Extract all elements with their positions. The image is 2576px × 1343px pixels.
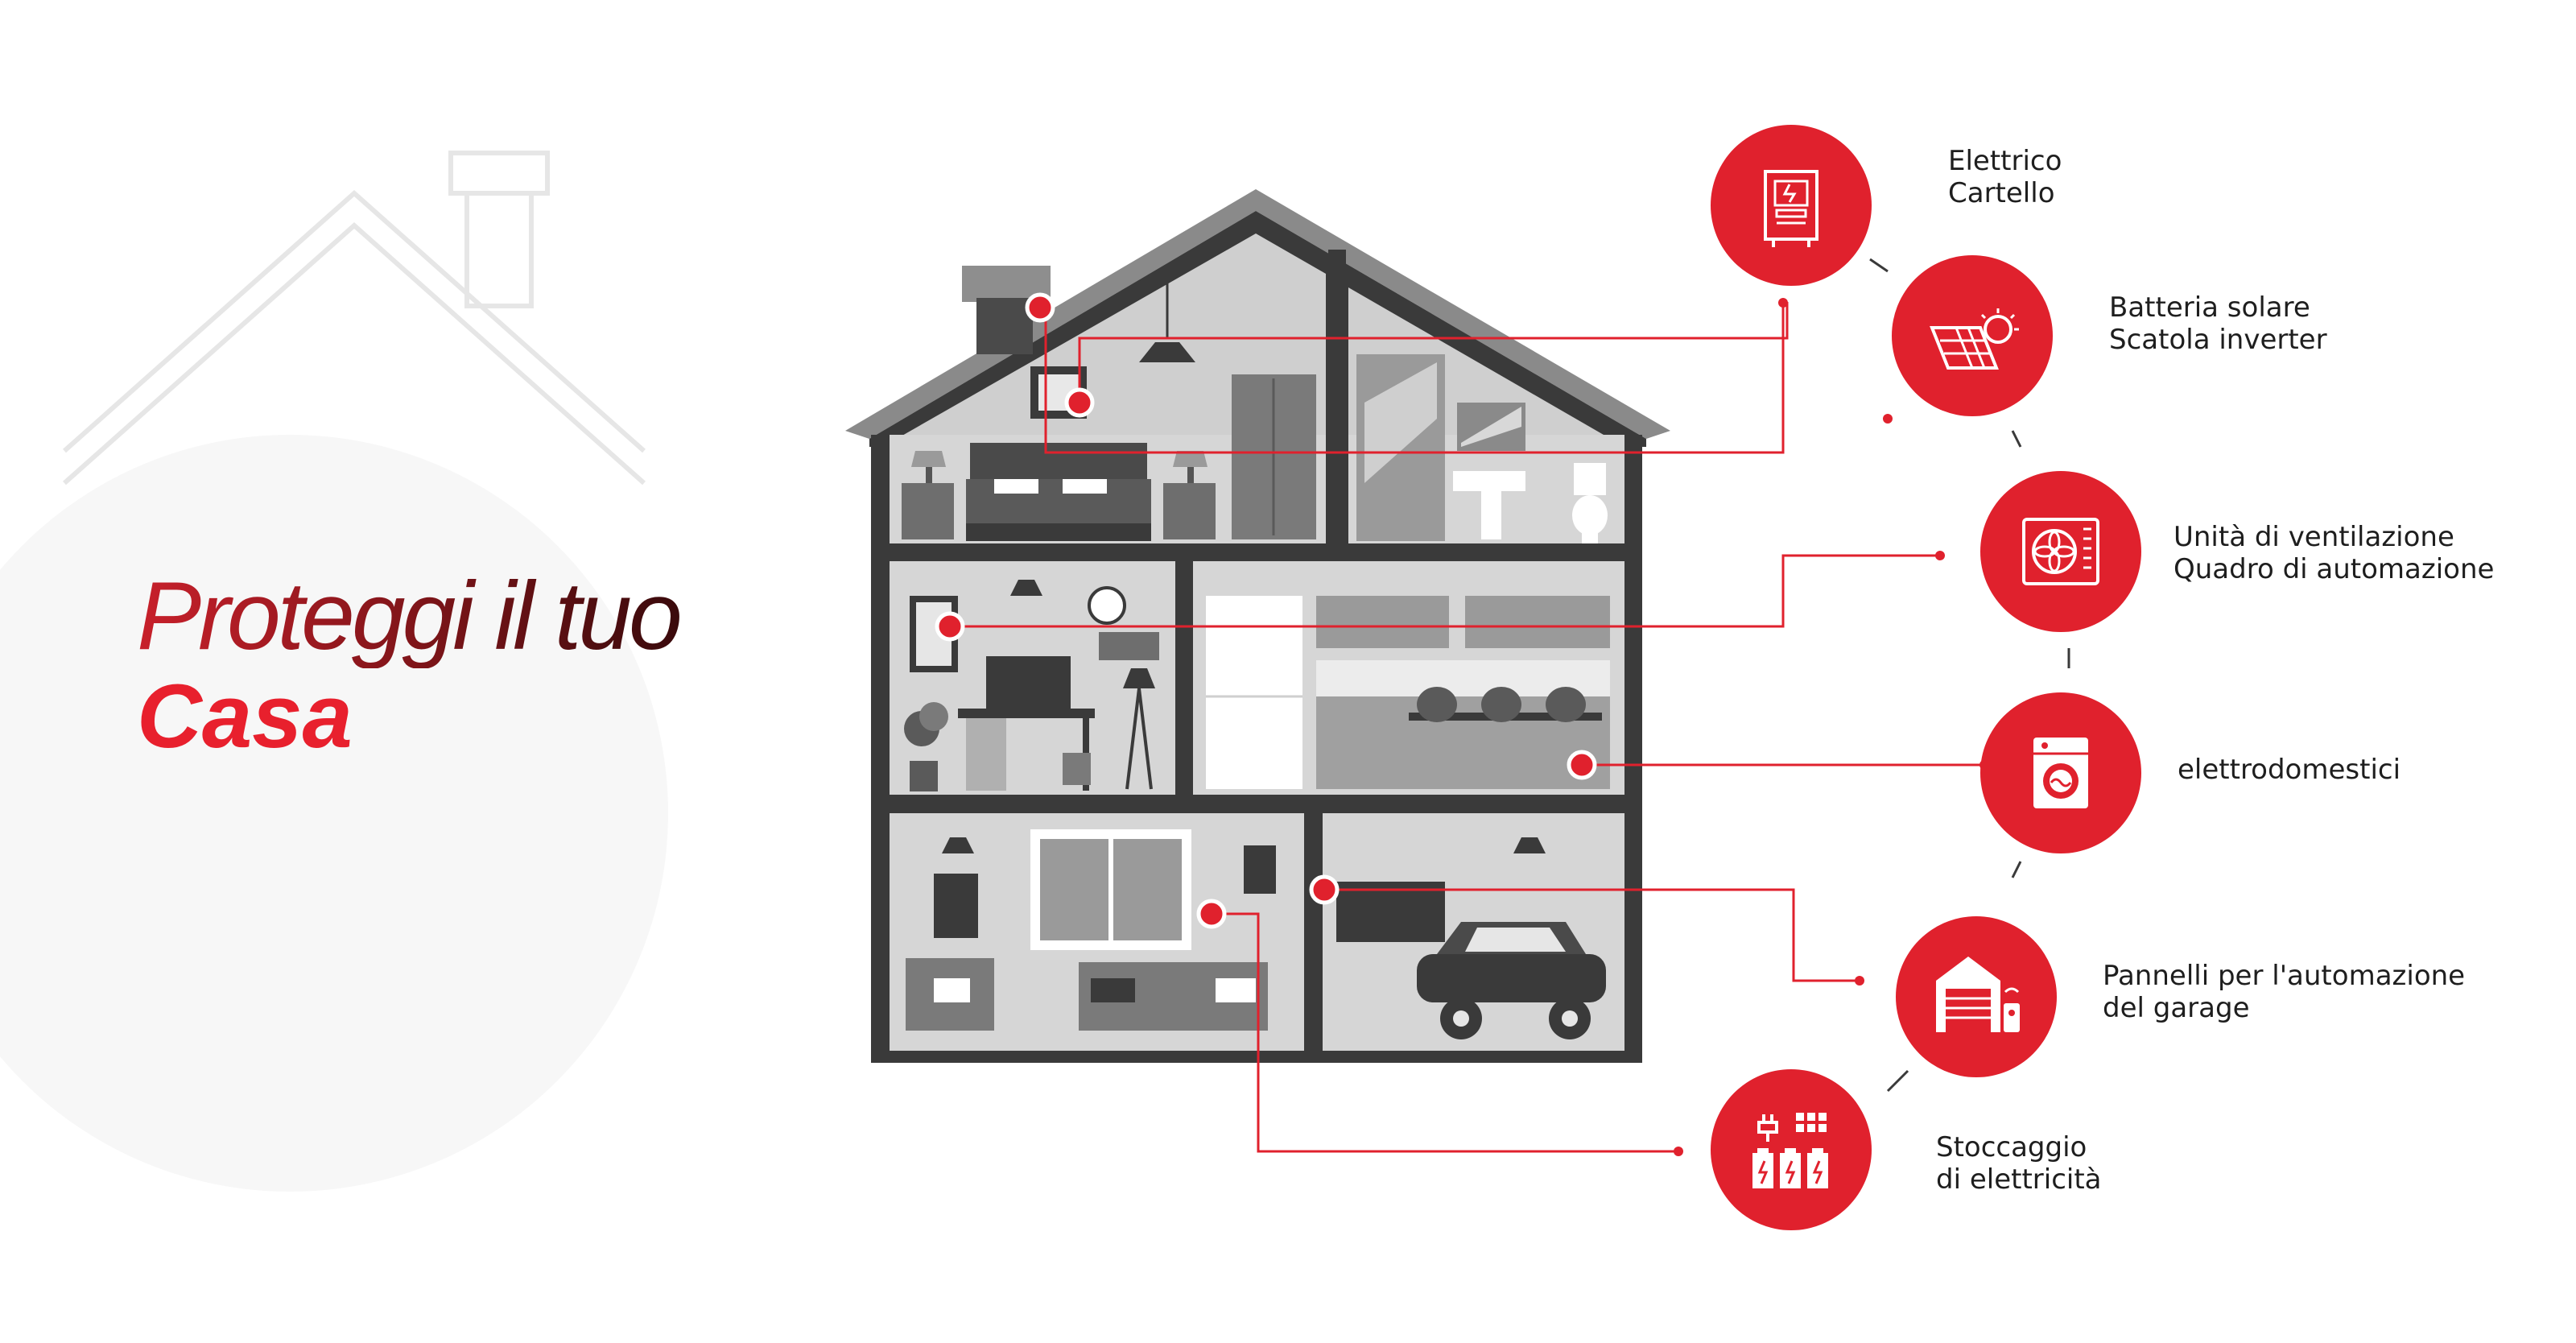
living-furniture [906,829,1276,1031]
heading-highlight: Casa [137,666,353,767]
feature-label-ventilation: Unità di ventilazione Quadro di automazi… [2174,521,2495,585]
hotspot-storage[interactable] [1196,899,1227,929]
hotspot-garage[interactable] [1309,874,1340,905]
connector-storage [1212,912,1678,1153]
ventilation-fan-icon [2022,518,2099,585]
garage-furniture [1336,837,1606,1039]
feature-separators [1869,258,2070,1093]
feature-energy-storage-button[interactable] [1711,1069,1872,1230]
bathroom-furniture [1356,354,1608,543]
connector-lines [950,302,1984,1153]
hotspot-ventilation[interactable] [935,611,965,642]
feature-label-appliances: elettrodomestici [2178,754,2401,786]
feature-electrical-panel-button[interactable] [1711,125,1872,286]
connector-electrical [1044,303,1785,454]
hotspot-electrical[interactable] [1025,292,1055,323]
feature-label-storage: Stoccaggio di elettricità [1936,1131,2102,1196]
feature-ventilation-fan-button[interactable] [1980,471,2141,632]
electrical-panel-icon [1764,170,1818,247]
kitchen-furniture [1206,596,1610,789]
feature-label-solar: Batteria solare Scatola inverter [2109,291,2327,356]
feature-solar-battery-button[interactable] [1892,255,2053,416]
heading-title: Proteggi il tuo [137,562,683,670]
feature-label-garage: Pannelli per l'automazione del garage [2103,960,2466,1024]
feature-garage-door-button[interactable] [1896,916,2057,1077]
connector-solar [1078,302,1789,403]
feature-washing-machine-button[interactable] [1980,692,2141,853]
hotspots [935,292,1597,929]
connector-ventilation [950,554,1940,628]
background-house-outline [0,151,668,1192]
connector-garage [1324,888,1860,982]
feature-label-electrical: Elettrico Cartello [1948,145,2062,209]
garage-door-icon [1936,957,2020,1032]
energy-storage-icon [1752,1113,1828,1188]
hotspot-appliances[interactable] [1567,750,1597,780]
solar-battery-icon [1930,308,2019,370]
heading: Proteggi il tuo Casa [137,562,683,767]
hotspot-solar[interactable] [1064,387,1095,418]
washing-machine-icon [2033,738,2088,808]
feature-circle [1980,471,2141,632]
feature-circles [1711,125,2141,1230]
